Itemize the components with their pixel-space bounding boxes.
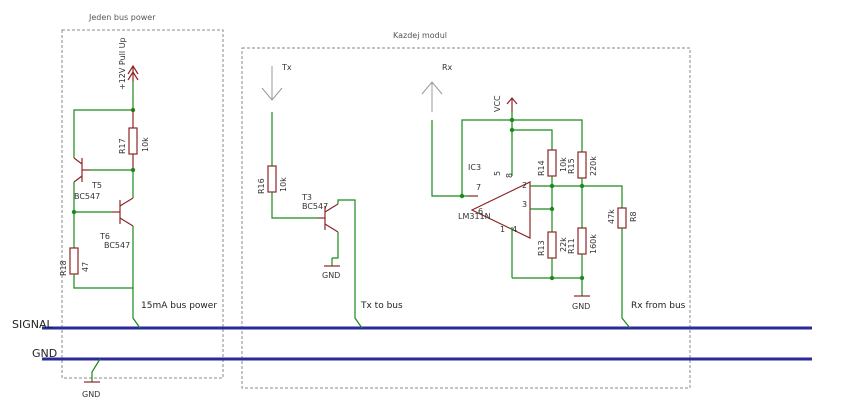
r13-resistor: R13 22k: [537, 231, 568, 259]
svg-text:5: 5: [493, 171, 502, 176]
svg-text:22k: 22k: [559, 237, 568, 252]
r18-resistor: R18 47: [59, 247, 90, 276]
svg-text:R18: R18: [59, 260, 68, 276]
tx-port-icon: Tx: [261, 63, 292, 101]
svg-text:220k: 220k: [589, 156, 598, 176]
frame-bus-power: [61, 29, 224, 379]
svg-text:R17: R17: [118, 138, 127, 154]
svg-text:6: 6: [478, 207, 483, 216]
svg-text:10k: 10k: [279, 177, 288, 192]
t3-transistor: T3 BC547: [301, 193, 339, 233]
svg-text:T3: T3: [301, 193, 312, 202]
svg-text:BC547: BC547: [104, 241, 130, 250]
svg-text:T5: T5: [91, 181, 102, 190]
gnd-left-label: GND: [82, 390, 100, 399]
r8-resistor: 47k R8: [607, 207, 638, 229]
svg-text:1: 1: [500, 225, 505, 234]
r14-resistor: R14 10k: [537, 149, 568, 177]
svg-text:BC547: BC547: [74, 192, 100, 201]
svg-text:47: 47: [81, 262, 90, 272]
net-tx-to-bus: Tx to bus: [360, 301, 403, 311]
svg-text:10k: 10k: [559, 157, 568, 172]
svg-text:IC3: IC3: [468, 163, 481, 172]
svg-text:R15: R15: [567, 158, 576, 174]
svg-text:Rx: Rx: [442, 63, 453, 72]
gnd-tx-label: GND: [322, 271, 340, 280]
svg-text:VCC: VCC: [493, 95, 502, 112]
svg-text:10k: 10k: [141, 137, 150, 152]
ic3-comparator: 7 8 5 2 3 4 1 6 IC3 LM311N: [458, 163, 531, 239]
svg-text:2: 2: [522, 181, 527, 190]
r15-resistor: R15 220k: [567, 151, 598, 179]
frame-module: [241, 47, 691, 389]
svg-text:T6: T6: [99, 232, 110, 241]
r11-resistor: R11 160k: [567, 227, 598, 255]
svg-text:Tx: Tx: [281, 63, 292, 72]
svg-text:R13: R13: [537, 240, 546, 256]
gnd-rx-label: GND: [572, 302, 590, 311]
svg-text:8: 8: [505, 173, 514, 178]
svg-text:160k: 160k: [589, 234, 598, 254]
svg-text:47k: 47k: [607, 209, 616, 224]
pullup-label: +12V Pull Up: [118, 37, 127, 90]
bus-gnd-label: GND: [32, 347, 57, 360]
t6-transistor: T6 BC547: [99, 197, 134, 250]
net-rx-from-bus: Rx from bus: [631, 301, 686, 311]
rx-port-icon: Rx: [421, 63, 453, 112]
svg-text:7: 7: [476, 183, 481, 192]
vcc-supply: VCC: [493, 95, 518, 112]
svg-text:4: 4: [512, 225, 517, 234]
svg-text:R14: R14: [537, 160, 546, 176]
t5-transistor: T5 BC547: [73, 157, 102, 201]
r16-resistor: R16 10k: [257, 165, 288, 194]
svg-text:R16: R16: [257, 178, 266, 194]
svg-text:BC547: BC547: [302, 202, 328, 211]
svg-text:R11: R11: [567, 238, 576, 254]
svg-text:3: 3: [522, 200, 527, 209]
bus-signal-label: SIGNAL: [12, 318, 54, 331]
r17-resistor: R17 10k: [118, 110, 150, 170]
pullup-supply: +12V Pull Up: [118, 37, 139, 90]
svg-text:R8: R8: [629, 211, 638, 222]
net-bus-power: 15mA bus power: [141, 301, 217, 311]
frame-module-title: Kazdej modul: [393, 31, 447, 40]
frame-bus-power-title: Jeden bus power: [88, 13, 156, 22]
svg-text:LM311N: LM311N: [458, 212, 491, 221]
